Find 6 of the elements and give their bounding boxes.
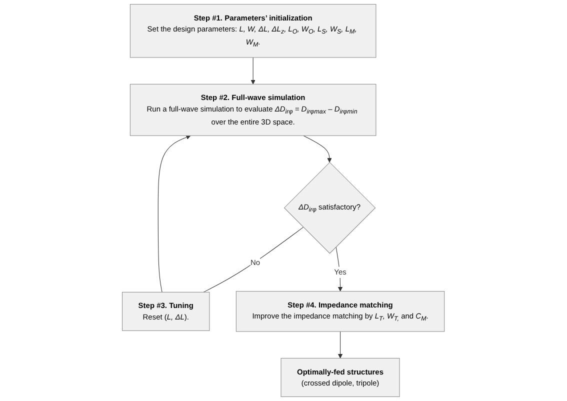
arrow <box>250 57 256 84</box>
arrow <box>336 246 343 292</box>
connector <box>203 226 304 292</box>
arrow <box>303 135 332 163</box>
arrow <box>338 331 343 358</box>
arrow <box>158 135 191 292</box>
